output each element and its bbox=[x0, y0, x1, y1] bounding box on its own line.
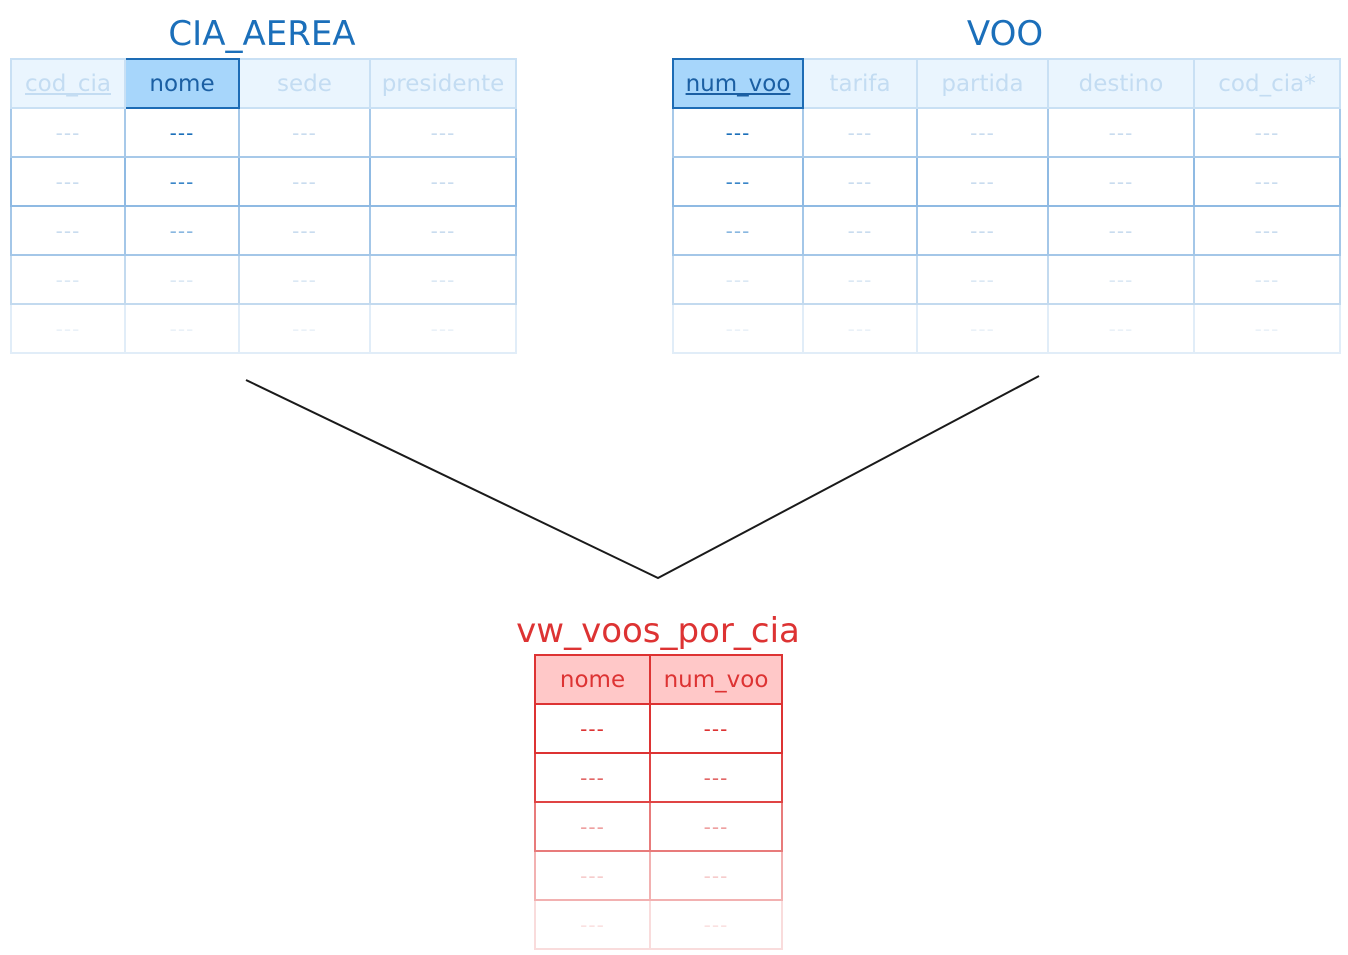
table-row: --- --- bbox=[534, 850, 783, 901]
table-row: --- --- bbox=[534, 703, 783, 754]
table-cell: --- bbox=[1047, 303, 1195, 354]
table-cell: --- bbox=[1193, 303, 1341, 354]
column-header-presidente[interactable]: presidente bbox=[369, 58, 517, 109]
table-cell: --- bbox=[1047, 107, 1195, 158]
table-row: --- --- --- --- bbox=[10, 107, 517, 158]
table-cell: --- bbox=[124, 303, 240, 354]
join-connector-line bbox=[245, 375, 1040, 580]
column-header-destino[interactable]: destino bbox=[1047, 58, 1195, 109]
table-cell: --- bbox=[369, 107, 517, 158]
column-header-tarifa[interactable]: tarifa bbox=[802, 58, 918, 109]
column-header-nome[interactable]: nome bbox=[124, 58, 240, 109]
table-cell: --- bbox=[916, 205, 1049, 256]
table-cell: --- bbox=[672, 156, 804, 207]
table-cell: --- bbox=[238, 107, 371, 158]
table-cell: --- bbox=[672, 303, 804, 354]
table-cell: --- bbox=[10, 156, 126, 207]
table-cell: --- bbox=[238, 303, 371, 354]
table-cell: --- bbox=[1047, 156, 1195, 207]
table-cell: --- bbox=[369, 205, 517, 256]
voo-table: num_voo tarifa partida destino cod_cia* … bbox=[672, 58, 1341, 354]
table-row: --- --- --- --- bbox=[10, 205, 517, 256]
table-cell: --- bbox=[534, 703, 651, 754]
table-cell: --- bbox=[10, 303, 126, 354]
column-header-cod-cia-fk[interactable]: cod_cia* bbox=[1193, 58, 1341, 109]
table-cell: --- bbox=[534, 752, 651, 803]
table-cell: --- bbox=[124, 254, 240, 305]
table-cell: --- bbox=[802, 156, 918, 207]
table-cell: --- bbox=[124, 205, 240, 256]
table-row: --- --- --- --- bbox=[10, 254, 517, 305]
column-header-num-voo[interactable]: num_voo bbox=[649, 654, 783, 705]
table-cell: --- bbox=[369, 303, 517, 354]
view-title: vw_voos_por_cia bbox=[516, 611, 800, 651]
cia-aerea-title: CIA_AEREA bbox=[168, 14, 356, 54]
table-cell: --- bbox=[916, 303, 1049, 354]
table-header-row: cod_cia nome sede presidente bbox=[10, 58, 517, 109]
cia-aerea-table: cod_cia nome sede presidente --- --- ---… bbox=[10, 58, 517, 354]
table-row: --- --- bbox=[534, 899, 783, 950]
table-row: --- --- --- --- --- bbox=[672, 205, 1341, 256]
table-row: --- --- --- --- bbox=[10, 303, 517, 354]
table-cell: --- bbox=[649, 899, 783, 950]
table-cell: --- bbox=[916, 107, 1049, 158]
table-row: --- --- --- --- --- bbox=[672, 156, 1341, 207]
table-cell: --- bbox=[916, 156, 1049, 207]
table-cell: --- bbox=[649, 703, 783, 754]
table-cell: --- bbox=[1193, 107, 1341, 158]
table-cell: --- bbox=[124, 107, 240, 158]
table-cell: --- bbox=[10, 205, 126, 256]
table-cell: --- bbox=[672, 107, 804, 158]
table-cell: --- bbox=[238, 254, 371, 305]
table-row: --- --- --- --- bbox=[10, 156, 517, 207]
table-cell: --- bbox=[10, 254, 126, 305]
table-cell: --- bbox=[649, 850, 783, 901]
table-cell: --- bbox=[649, 752, 783, 803]
table-cell: --- bbox=[802, 107, 918, 158]
view-table: nome num_voo --- --- --- --- --- --- ---… bbox=[534, 654, 783, 950]
table-cell: --- bbox=[1193, 205, 1341, 256]
table-cell: --- bbox=[1193, 156, 1341, 207]
table-row: --- --- bbox=[534, 752, 783, 803]
table-cell: --- bbox=[802, 254, 918, 305]
table-cell: --- bbox=[672, 205, 804, 256]
table-row: --- --- --- --- --- bbox=[672, 303, 1341, 354]
table-cell: --- bbox=[672, 254, 804, 305]
table-cell: --- bbox=[10, 107, 126, 158]
column-header-cod-cia[interactable]: cod_cia bbox=[10, 58, 126, 109]
table-cell: --- bbox=[1047, 205, 1195, 256]
table-cell: --- bbox=[1047, 254, 1195, 305]
table-cell: --- bbox=[534, 801, 651, 852]
table-cell: --- bbox=[1193, 254, 1341, 305]
table-cell: --- bbox=[802, 303, 918, 354]
voo-title: VOO bbox=[966, 14, 1044, 54]
column-header-sede[interactable]: sede bbox=[238, 58, 371, 109]
table-cell: --- bbox=[802, 205, 918, 256]
table-cell: --- bbox=[534, 899, 651, 950]
table-cell: --- bbox=[369, 254, 517, 305]
table-cell: --- bbox=[238, 156, 371, 207]
table-cell: --- bbox=[124, 156, 240, 207]
table-header-row: num_voo tarifa partida destino cod_cia* bbox=[672, 58, 1341, 109]
column-header-num-voo[interactable]: num_voo bbox=[672, 58, 804, 109]
table-row: --- --- bbox=[534, 801, 783, 852]
table-cell: --- bbox=[916, 254, 1049, 305]
table-cell: --- bbox=[534, 850, 651, 901]
table-header-row: nome num_voo bbox=[534, 654, 783, 705]
column-header-nome[interactable]: nome bbox=[534, 654, 651, 705]
table-cell: --- bbox=[649, 801, 783, 852]
table-cell: --- bbox=[238, 205, 371, 256]
table-row: --- --- --- --- --- bbox=[672, 107, 1341, 158]
table-cell: --- bbox=[369, 156, 517, 207]
column-header-partida[interactable]: partida bbox=[916, 58, 1049, 109]
table-row: --- --- --- --- --- bbox=[672, 254, 1341, 305]
